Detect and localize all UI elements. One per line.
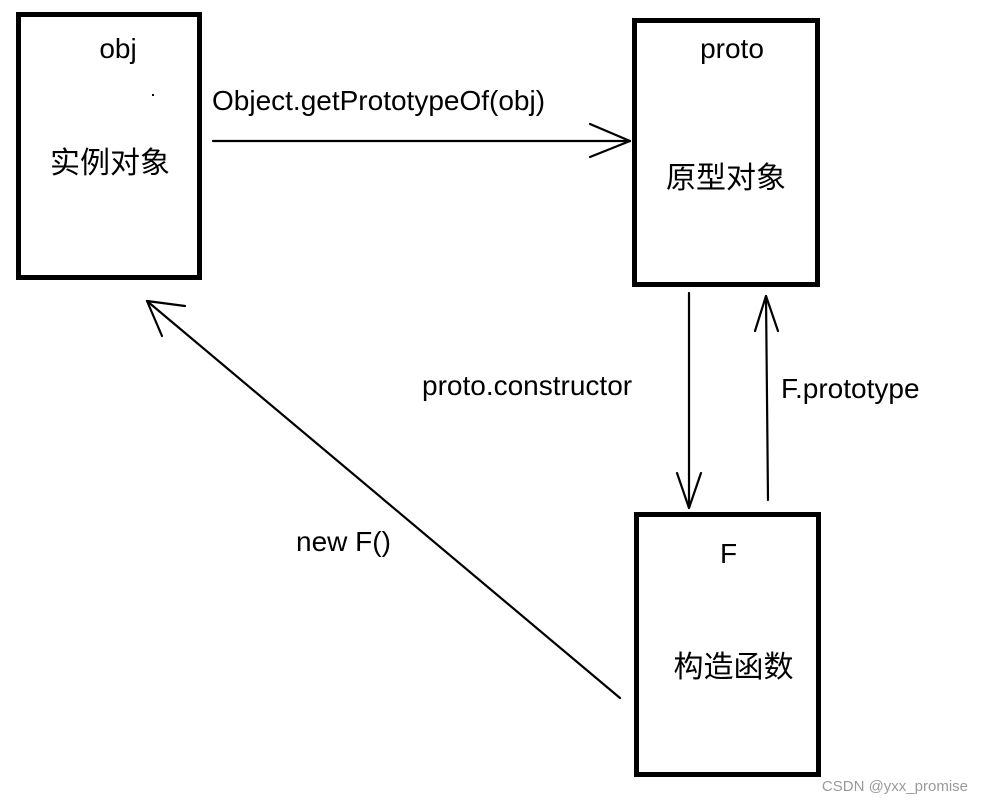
node-constructor-subtitle: 构造函数 bbox=[673, 650, 794, 685]
node-prototype-title: proto bbox=[700, 33, 764, 64]
edge-label-new-f: new F() bbox=[296, 526, 391, 557]
stray-dot bbox=[152, 94, 154, 96]
edge-label-f-prototype: F.prototype bbox=[781, 373, 920, 404]
node-constructor-function: F 构造函数 bbox=[634, 512, 821, 777]
edge-label-getprototypeof: Object.getPrototypeOf(obj) bbox=[212, 85, 546, 116]
arrow-proto-to-constructor bbox=[675, 291, 703, 510]
arrow-obj-to-proto bbox=[211, 122, 632, 159]
node-prototype-object: proto 原型对象 bbox=[632, 18, 820, 287]
node-constructor-title: F bbox=[719, 538, 738, 569]
node-instance-subtitle: 实例对象 bbox=[50, 146, 170, 181]
watermark: CSDN @yxx_promise bbox=[821, 778, 968, 795]
arrow-constructor-to-obj bbox=[145, 299, 622, 700]
arrow-constructor-to-proto bbox=[753, 294, 780, 502]
node-instance-object: obj 实例对象 bbox=[16, 12, 202, 280]
node-instance-title: obj bbox=[99, 33, 137, 64]
edge-label-proto-constructor: proto.constructor bbox=[422, 370, 633, 401]
node-prototype-subtitle: 原型对象 bbox=[666, 161, 786, 196]
